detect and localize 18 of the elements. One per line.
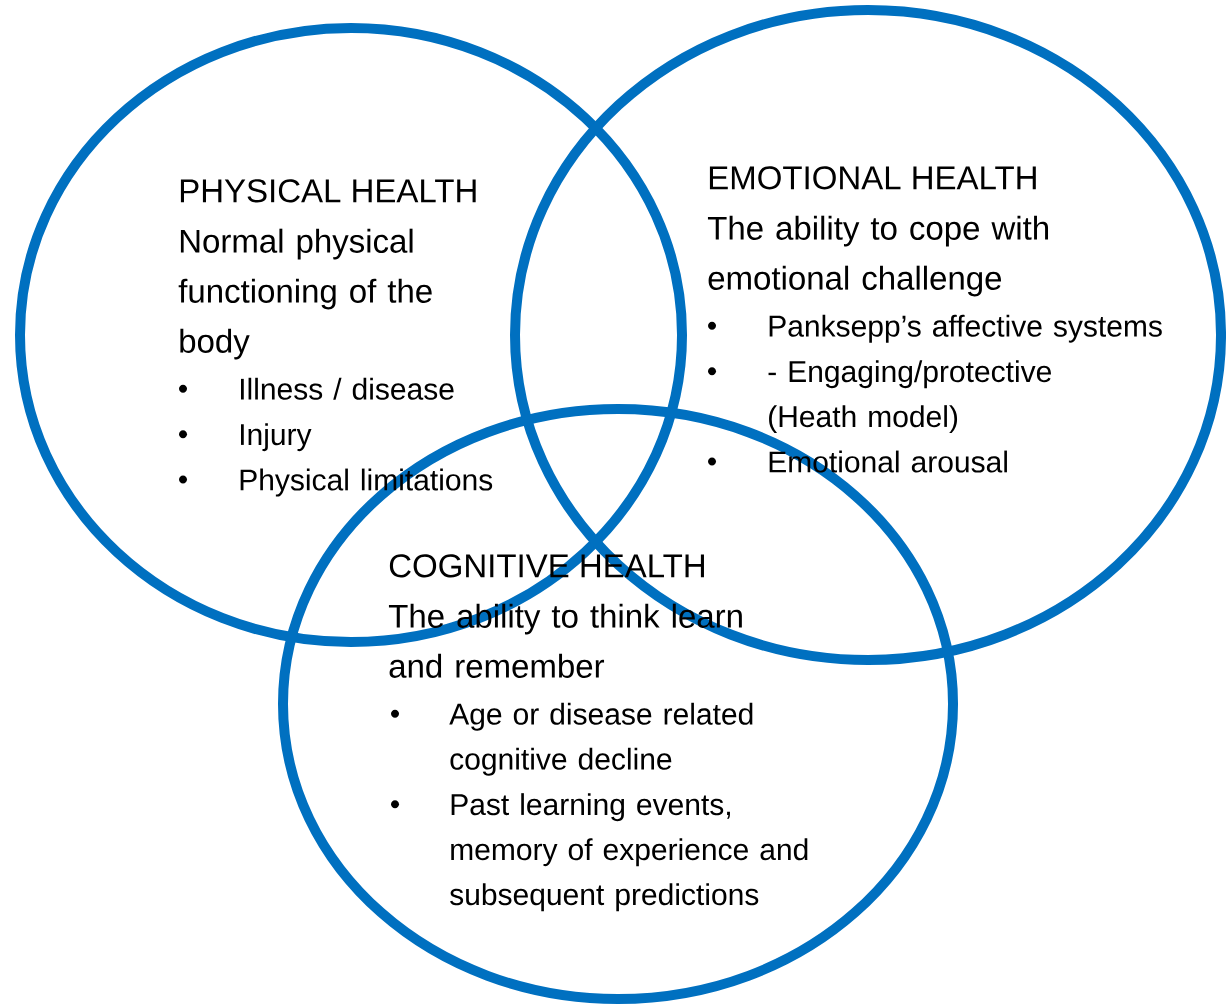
bullet-item: Panksepp’s affective systems [769,314,1162,343]
bullet-point [179,384,187,393]
bullet-point [708,457,716,466]
circle-heading: EMOTIONAL HEALTH [709,166,1036,190]
bullet-item: Injury [241,423,312,452]
circle-description: The ability to cope with emotional challenge [707,215,1048,297]
bullet-point [179,475,187,484]
bullet-item: Illness / disease [241,377,454,400]
bullet-point [391,800,399,809]
circle-heading: PHYSICAL HEALTH [180,179,476,203]
bullet-item: - Engaging/protective (Heath model) [768,360,1051,434]
circle-description: Normal physical functioning of the body [178,228,432,360]
bullet-point [179,430,187,439]
bullet-item: Age or disease related cognitive decline [449,702,753,776]
bullet-point [708,367,716,376]
bullet-point [391,709,399,718]
bullet-item: Past learning events, memory of experience and subsequent predictions [450,793,808,912]
bullet-point [708,321,716,330]
